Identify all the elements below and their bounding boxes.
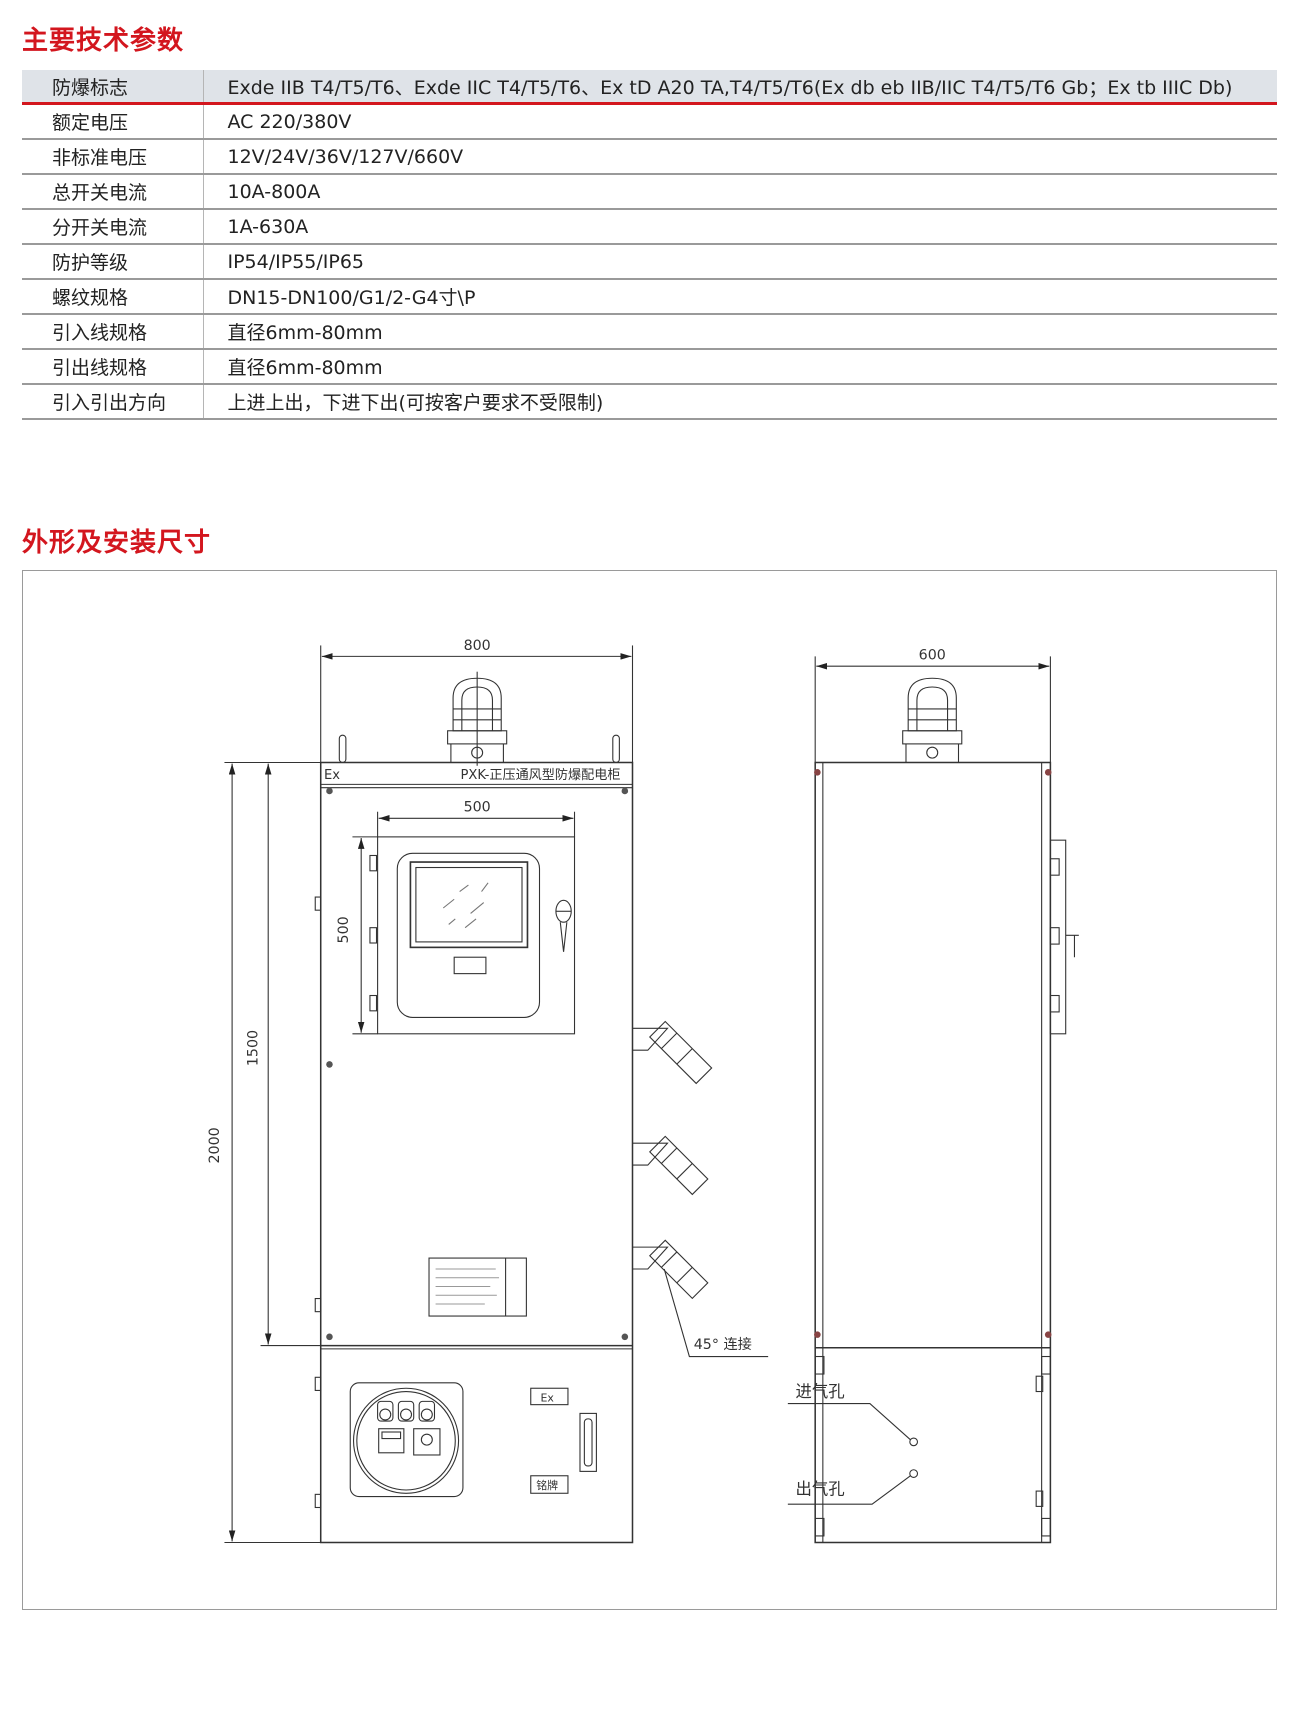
spec-value: 上进上出，下进下出(可按客户要求不受限制)	[203, 384, 1277, 420]
hinges-left	[314, 896, 322, 1509]
side-view: 600 进气孔 出气孔	[787, 648, 1079, 1544]
side-handle-plate	[1049, 839, 1067, 1035]
table-header-row: 防爆标志 Exde IIB T4/T5/T6、Exde IIC T4/T5/T6…	[22, 70, 1277, 105]
spec-value: DN15-DN100/G1/2-G4寸\P	[203, 279, 1277, 315]
gland-note: 45° 连接	[694, 1336, 752, 1353]
dim-label-1500: 1500	[245, 1030, 261, 1066]
control-box	[349, 1382, 464, 1498]
spec-label: 防护等级	[22, 244, 204, 280]
spec-label: 防爆标志	[22, 70, 204, 105]
spec-value: Exde IIB T4/T5/T6、Exde IIC T4/T5/T6、Ex t…	[203, 70, 1277, 105]
spec-label: 引入引出方向	[22, 384, 204, 420]
spec-value: 1A-630A	[203, 209, 1277, 245]
ex-plate-label: Ex	[540, 1391, 554, 1404]
air-inlet-hole	[909, 1437, 919, 1447]
specs-table: 防爆标志 Exde IIB T4/T5/T6、Exde IIC T4/T5/T6…	[22, 70, 1277, 420]
dim-label-2000: 2000	[207, 1127, 223, 1163]
front-view: 800 Ex PXK-正压通风型防爆配电柜	[207, 638, 769, 1544]
cable-gland-3	[632, 1239, 709, 1300]
antenna-left	[338, 734, 347, 764]
cable-gland-2	[632, 1135, 709, 1196]
cable-gland-1	[632, 1020, 713, 1085]
door-handle-icon	[555, 899, 572, 952]
spec-value: 12V/24V/36V/127V/660V	[203, 139, 1277, 175]
table-row: 引出线规格直径6mm-80mm	[22, 349, 1277, 385]
ex-plate	[530, 1387, 569, 1406]
spec-value: 10A-800A	[203, 174, 1277, 210]
dim-label-panel-height: 500	[336, 916, 352, 943]
table-row: 引入引出方向上进上出，下进下出(可按客户要求不受限制)	[22, 384, 1277, 420]
indicator-lights	[377, 1400, 436, 1422]
screws	[326, 787, 629, 1341]
air-outlet-hole	[909, 1469, 919, 1478]
spec-label: 分开关电流	[22, 209, 204, 245]
level-window	[579, 1412, 597, 1472]
dim-label-panel-width: 500	[464, 800, 491, 816]
air-inlet-leader	[787, 1403, 911, 1441]
cabinet-side-body	[814, 761, 1052, 1544]
air-outlet-label: 出气孔	[795, 1479, 844, 1498]
spec-label: 引入线规格	[22, 314, 204, 350]
spec-label: 引出线规格	[22, 349, 204, 385]
dim-label-600: 600	[919, 648, 946, 664]
drawing-frame	[22, 570, 1277, 1610]
antenna-right	[612, 734, 620, 764]
warning-plate	[428, 1257, 527, 1317]
table-row: 引入线规格直径6mm-80mm	[22, 314, 1277, 350]
nameplate	[530, 1475, 569, 1494]
ex-mark: Ex	[324, 768, 340, 783]
spec-label: 额定电压	[22, 103, 204, 140]
spec-value: AC 220/380V	[203, 103, 1277, 140]
rotary-switch-icon	[413, 1428, 441, 1456]
spec-value: 直径6mm-80mm	[203, 349, 1277, 385]
screen-icon	[409, 861, 529, 949]
meter-icon	[378, 1428, 405, 1454]
nameplate-label: 铭牌	[536, 1478, 558, 1492]
air-inlet-label: 进气孔	[795, 1382, 844, 1401]
dim-label-800: 800	[464, 638, 491, 654]
side-handle-icon	[1065, 934, 1079, 958]
drawing-section-title: 外形及安装尺寸	[22, 528, 212, 558]
air-outlet-leader	[787, 1475, 911, 1505]
spec-value: 直径6mm-80mm	[203, 314, 1277, 350]
specs-section-title: 主要技术参数	[22, 26, 185, 56]
beacon-light-side-icon	[902, 677, 963, 763]
spec-value: IP54/IP55/IP65	[203, 244, 1277, 280]
display-window	[396, 852, 541, 1018]
model-label: PXK-正压通风型防爆配电柜	[461, 767, 621, 783]
spec-label: 非标准电压	[22, 139, 204, 175]
spec-label: 总开关电流	[22, 174, 204, 210]
inner-panel	[377, 836, 576, 1035]
dimension-width: 800	[320, 638, 634, 763]
spec-label: 螺纹规格	[22, 279, 204, 315]
beacon-light-icon	[447, 671, 508, 766]
cabinet-front-body	[319, 761, 634, 1544]
gland-leader-line	[663, 1268, 769, 1358]
